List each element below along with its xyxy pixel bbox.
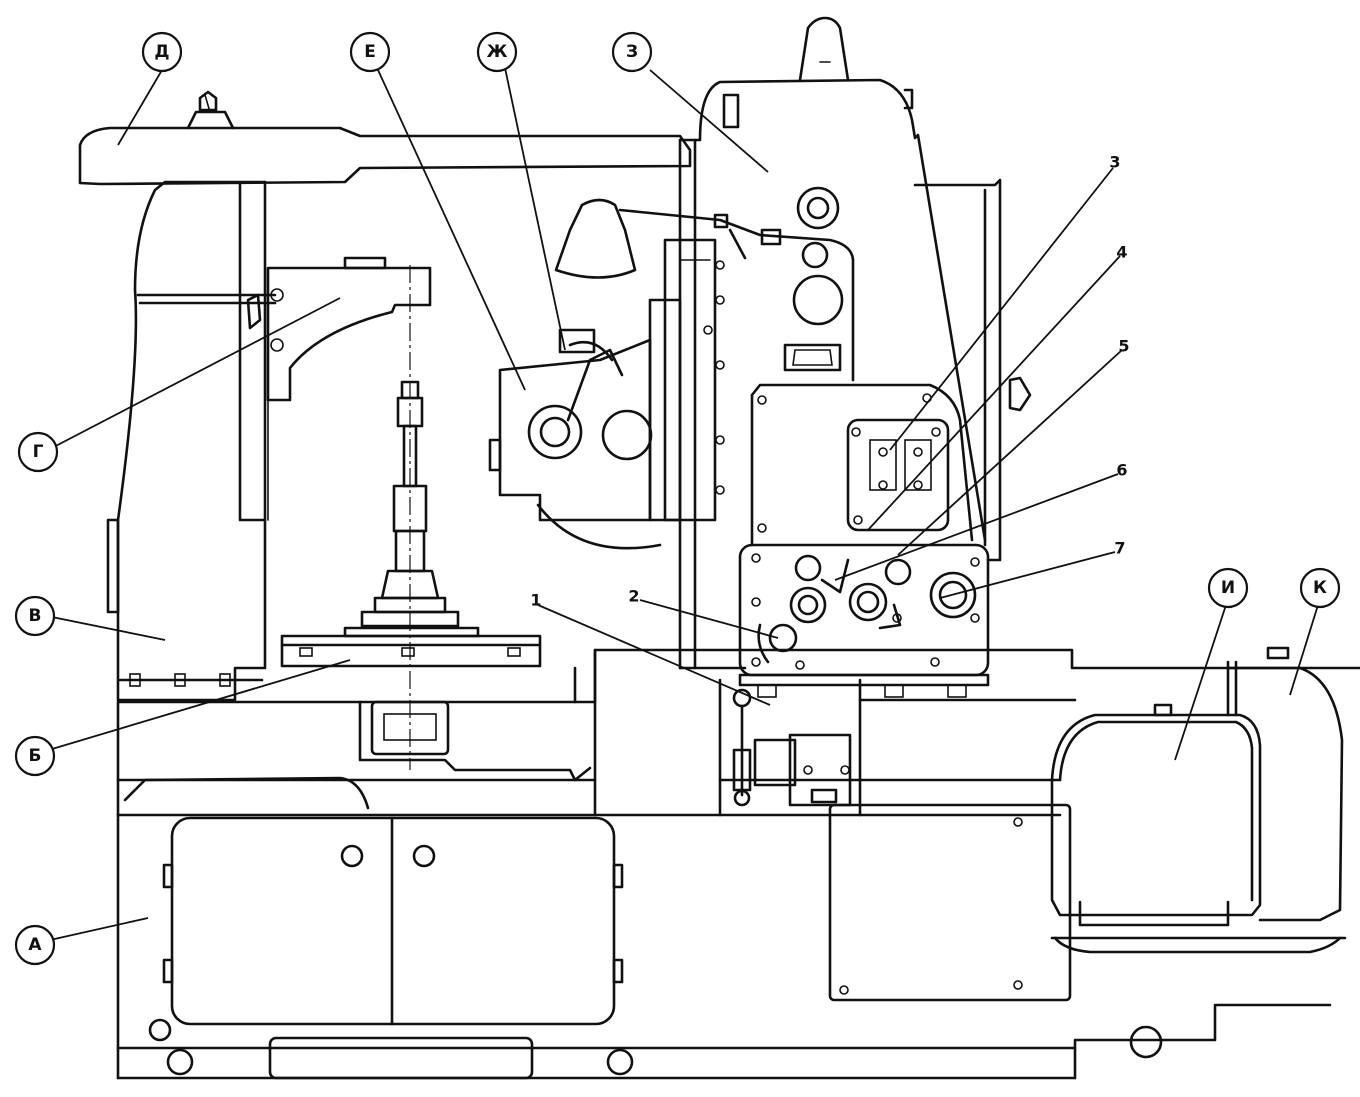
label-K: К — [1299, 567, 1341, 609]
feed-drive — [732, 688, 852, 807]
label-I-text: И — [1221, 578, 1235, 598]
gearbox-lower — [738, 543, 990, 698]
column — [106, 180, 277, 702]
label-E: Е — [349, 31, 391, 73]
label-D-text: Д — [154, 42, 169, 62]
label-Z: З — [611, 31, 653, 73]
label-2: 2 — [628, 587, 639, 606]
column-base-bolts — [118, 673, 264, 687]
label-G: Г — [17, 431, 59, 473]
work-arbor — [360, 380, 460, 628]
label-Z-text: З — [626, 42, 638, 62]
label-1: 1 — [530, 591, 541, 610]
label-4: 4 — [1116, 243, 1127, 262]
label-G-text: Г — [33, 442, 44, 462]
drive-motor — [1226, 646, 1344, 922]
work-lamp — [554, 198, 855, 382]
label-K-text: К — [1313, 578, 1327, 598]
hob-head — [488, 238, 725, 550]
arm-bracket — [246, 256, 432, 521]
label-V: В — [14, 595, 56, 637]
label-3: 3 — [1109, 153, 1120, 172]
leader-lines — [41, 67, 1319, 941]
label-V-text: В — [29, 606, 42, 626]
base-feet — [148, 1018, 1163, 1076]
label-5: 5 — [1118, 337, 1129, 356]
gearbox-upper — [750, 383, 974, 547]
letter-callouts: А Б В Г Д Е Ж З — [14, 31, 1341, 966]
label-I: И — [1207, 567, 1249, 609]
label-B-text: Б — [29, 746, 42, 766]
label-E-text: Е — [364, 42, 376, 62]
main-stand — [678, 16, 1032, 670]
right-bed-panel — [828, 803, 1072, 1002]
work-table — [280, 626, 592, 782]
label-7: 7 — [1114, 539, 1125, 558]
number-callouts: 1 2 3 4 5 6 7 — [530, 153, 1129, 610]
label-B: Б — [14, 735, 56, 777]
label-A: А — [14, 924, 56, 966]
label-D: Д — [141, 31, 183, 73]
label-ZH: Ж — [476, 31, 518, 73]
label-A-text: А — [28, 935, 42, 955]
cabinet-doors — [162, 816, 624, 1026]
label-6: 6 — [1116, 461, 1127, 480]
machine-bed — [116, 648, 1360, 1080]
cross-beam — [78, 90, 692, 186]
coolant-tank — [1050, 703, 1347, 954]
label-ZH-text: Ж — [487, 42, 508, 62]
